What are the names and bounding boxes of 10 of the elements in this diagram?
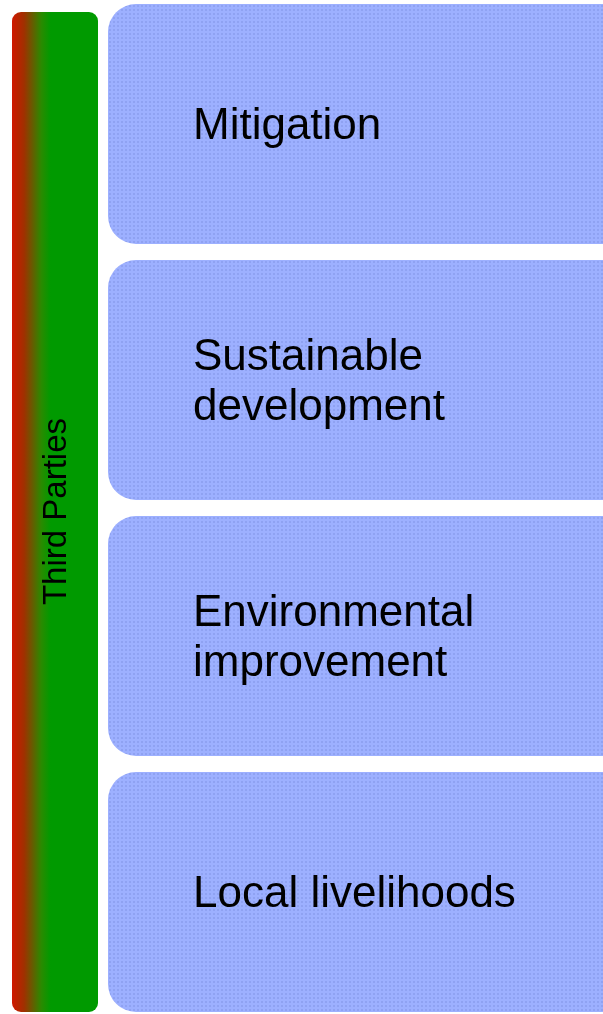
- box-title: Mitigation: [193, 99, 382, 149]
- side-bar: [12, 12, 98, 1012]
- category-box: [108, 4, 603, 244]
- bar-label: Third Parties: [36, 418, 74, 606]
- category-box: [108, 516, 603, 756]
- box-title: Local livelihoods: [193, 867, 516, 917]
- box-title: Environmental improvement: [193, 586, 476, 686]
- category-box: [108, 772, 603, 1012]
- category-box: [108, 260, 603, 500]
- box-title: Sustainable development: [193, 330, 446, 430]
